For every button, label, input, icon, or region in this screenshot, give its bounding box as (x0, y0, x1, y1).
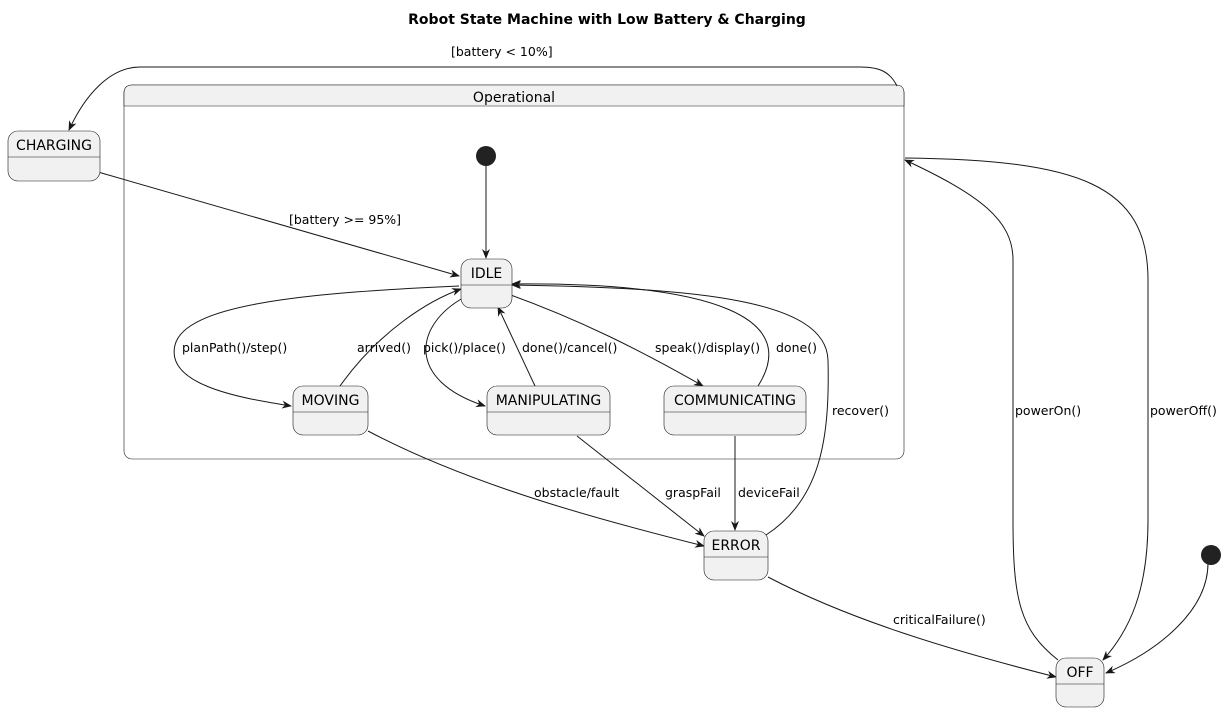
state-moving-name: MOVING (302, 393, 360, 409)
composite-state-operational[interactable]: Operational (123, 84, 905, 460)
edge-speak[interactable] (507, 293, 704, 387)
state-idle[interactable]: IDLE (460, 258, 513, 309)
label-critical: criticalFailure() (893, 612, 986, 627)
label-charged: [battery >= 95%] (289, 212, 401, 227)
state-moving[interactable]: MOVING (292, 385, 369, 436)
edge-critical[interactable] (767, 576, 1057, 679)
state-communicating-name: COMMUNICATING (674, 393, 796, 409)
initial-node-operational (476, 146, 496, 166)
state-communicating[interactable]: COMMUNICATING (663, 385, 807, 436)
label-grasp: graspFail (665, 485, 721, 500)
label-obstacle: obstacle/fault (534, 485, 619, 500)
state-off[interactable]: OFF (1055, 657, 1105, 708)
edge-done[interactable] (511, 279, 770, 387)
diagram-title: Robot State Machine with Low Battery & C… (408, 12, 806, 28)
label-poweroff: powerOff() (1150, 403, 1217, 418)
transitions (68, 66, 1209, 679)
transition-labels: [battery < 10%] [battery >= 95%] planPat… (182, 44, 1217, 627)
state-idle-name: IDLE (471, 266, 503, 282)
label-recover: recover() (832, 403, 889, 418)
label-arrived: arrived() (357, 340, 411, 355)
edge-low-battery[interactable] (68, 66, 898, 131)
label-pick: pick()/place() (423, 340, 506, 355)
edge-planpath[interactable] (173, 285, 460, 409)
edge-recover[interactable] (511, 281, 829, 536)
initial-node-top (1201, 545, 1221, 565)
edge-init-off[interactable] (1105, 562, 1209, 674)
edge-charged[interactable] (97, 171, 460, 278)
label-poweron: powerOn() (1015, 403, 1081, 418)
label-device: deviceFail (738, 485, 800, 500)
label-low-battery: [battery < 10%] (451, 44, 553, 59)
edge-done-cancel[interactable] (497, 306, 536, 387)
state-charging[interactable]: CHARGING (7, 130, 101, 182)
edge-poweroff[interactable] (904, 157, 1149, 661)
edge-arrived[interactable] (339, 288, 462, 387)
composite-name: Operational (473, 90, 555, 106)
edge-grasp[interactable] (576, 435, 705, 537)
state-charging-name: CHARGING (16, 138, 92, 154)
state-manipulating-name: MANIPULATING (496, 393, 602, 409)
label-planpath: planPath()/step() (182, 340, 287, 355)
state-error[interactable]: ERROR (703, 530, 769, 581)
edge-pick[interactable] (425, 297, 486, 408)
edge-obstacle[interactable] (367, 430, 705, 548)
state-off-name: OFF (1066, 665, 1093, 681)
state-error-name: ERROR (711, 538, 760, 554)
label-speak: speak()/display() (655, 340, 760, 355)
label-done: done() (776, 340, 817, 355)
composite-header (123, 84, 905, 107)
edge-poweron[interactable] (904, 159, 1059, 661)
state-manipulating[interactable]: MANIPULATING (486, 385, 611, 436)
label-done-cancel: done()/cancel() (522, 340, 617, 355)
